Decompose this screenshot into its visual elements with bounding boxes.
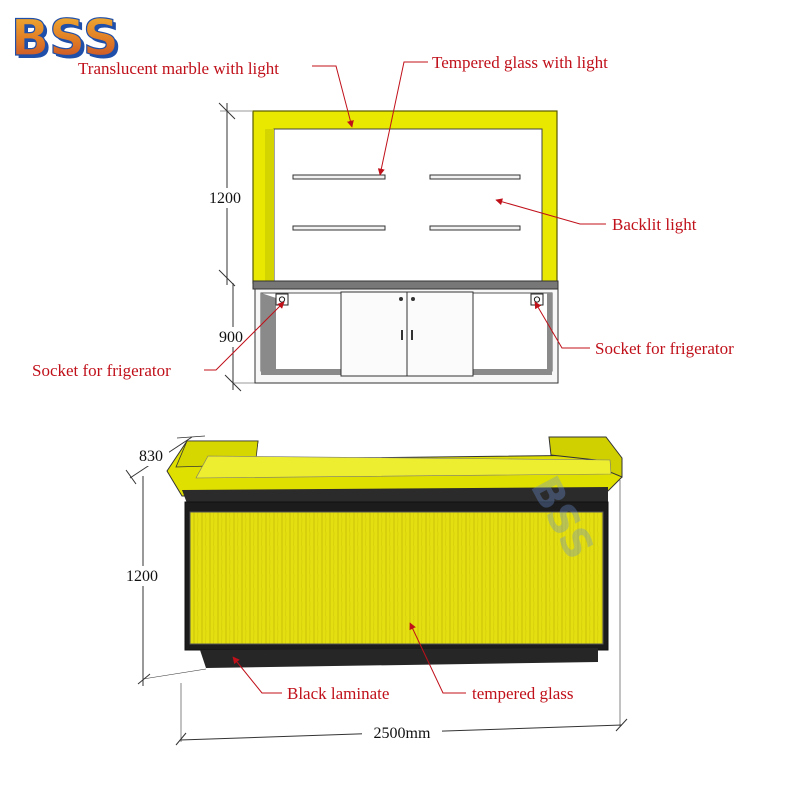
reception-counter: BSS 830 1200 2500mm Black laminat (120, 435, 628, 746)
door-handle (411, 330, 413, 340)
compartment-bottom-shade (261, 369, 341, 375)
door-handle (401, 330, 403, 340)
compartment-side-shade (547, 293, 552, 371)
glass-shelf (292, 225, 386, 231)
dimension-2500mm: 2500mm (374, 725, 431, 742)
counter-height-dimension: 1200 (120, 476, 207, 686)
door-knob (411, 297, 415, 301)
door-knob (399, 297, 403, 301)
label-tempered-glass-shelves: Tempered glass with light (432, 53, 608, 72)
socket-left-leader-arrow (204, 301, 285, 371)
counter-right-raise (548, 436, 623, 478)
dimension-1200-upper: 1200 (209, 190, 241, 207)
glass-shelf (429, 174, 521, 180)
laminate-leader-arrow (232, 656, 282, 694)
depth-dimension: 830 (125, 435, 206, 485)
socket-icon (530, 293, 544, 306)
counter-top-band (182, 487, 608, 506)
logo-text: BSS (11, 9, 119, 67)
counter-top-surface (195, 455, 612, 479)
compartment-side-shade (261, 293, 276, 371)
brand-logo: BSS BSS (10, 8, 122, 70)
cabinet-door (406, 291, 474, 377)
marble-leader-arrow (312, 65, 354, 128)
cabinet-door (340, 291, 408, 377)
frame-inner-shade (265, 129, 274, 281)
dimension-830: 830 (139, 448, 163, 465)
socket-right-leader-arrow (534, 301, 590, 349)
label-backlit-light: Backlit light (612, 215, 697, 234)
backlit-leader-arrow (495, 198, 606, 225)
label-socket-left: Socket for frigerator (32, 361, 171, 380)
glass-leader-arrow (409, 622, 466, 694)
glass-shelf-leader-arrow (377, 61, 428, 176)
dimension-900: 900 (219, 329, 243, 346)
glass-shelf (292, 174, 386, 180)
label-socket-right: Socket for frigerator (595, 339, 734, 358)
back-cabinet: 1200 900 Translucent marble with light T… (32, 53, 734, 392)
upper-height-dimension: 1200 (205, 102, 252, 287)
width-dimension: 2500mm (175, 480, 628, 746)
label-black-laminate: Black laminate (287, 684, 389, 703)
label-tempered-glass-counter: tempered glass (472, 684, 574, 703)
label-translucent-marble: Translucent marble with light (78, 59, 279, 78)
glass-shelf (429, 225, 521, 231)
compartment-bottom-shade (472, 369, 552, 375)
cabinet-top (252, 280, 559, 290)
logo-shadow: BSS (14, 12, 122, 70)
counter-plinth (200, 648, 598, 668)
tempered-glass-panel (189, 511, 604, 645)
lower-height-dimension: 900 (212, 283, 255, 392)
backlit-panel (273, 128, 543, 282)
dimension-1200-counter: 1200 (126, 568, 158, 585)
